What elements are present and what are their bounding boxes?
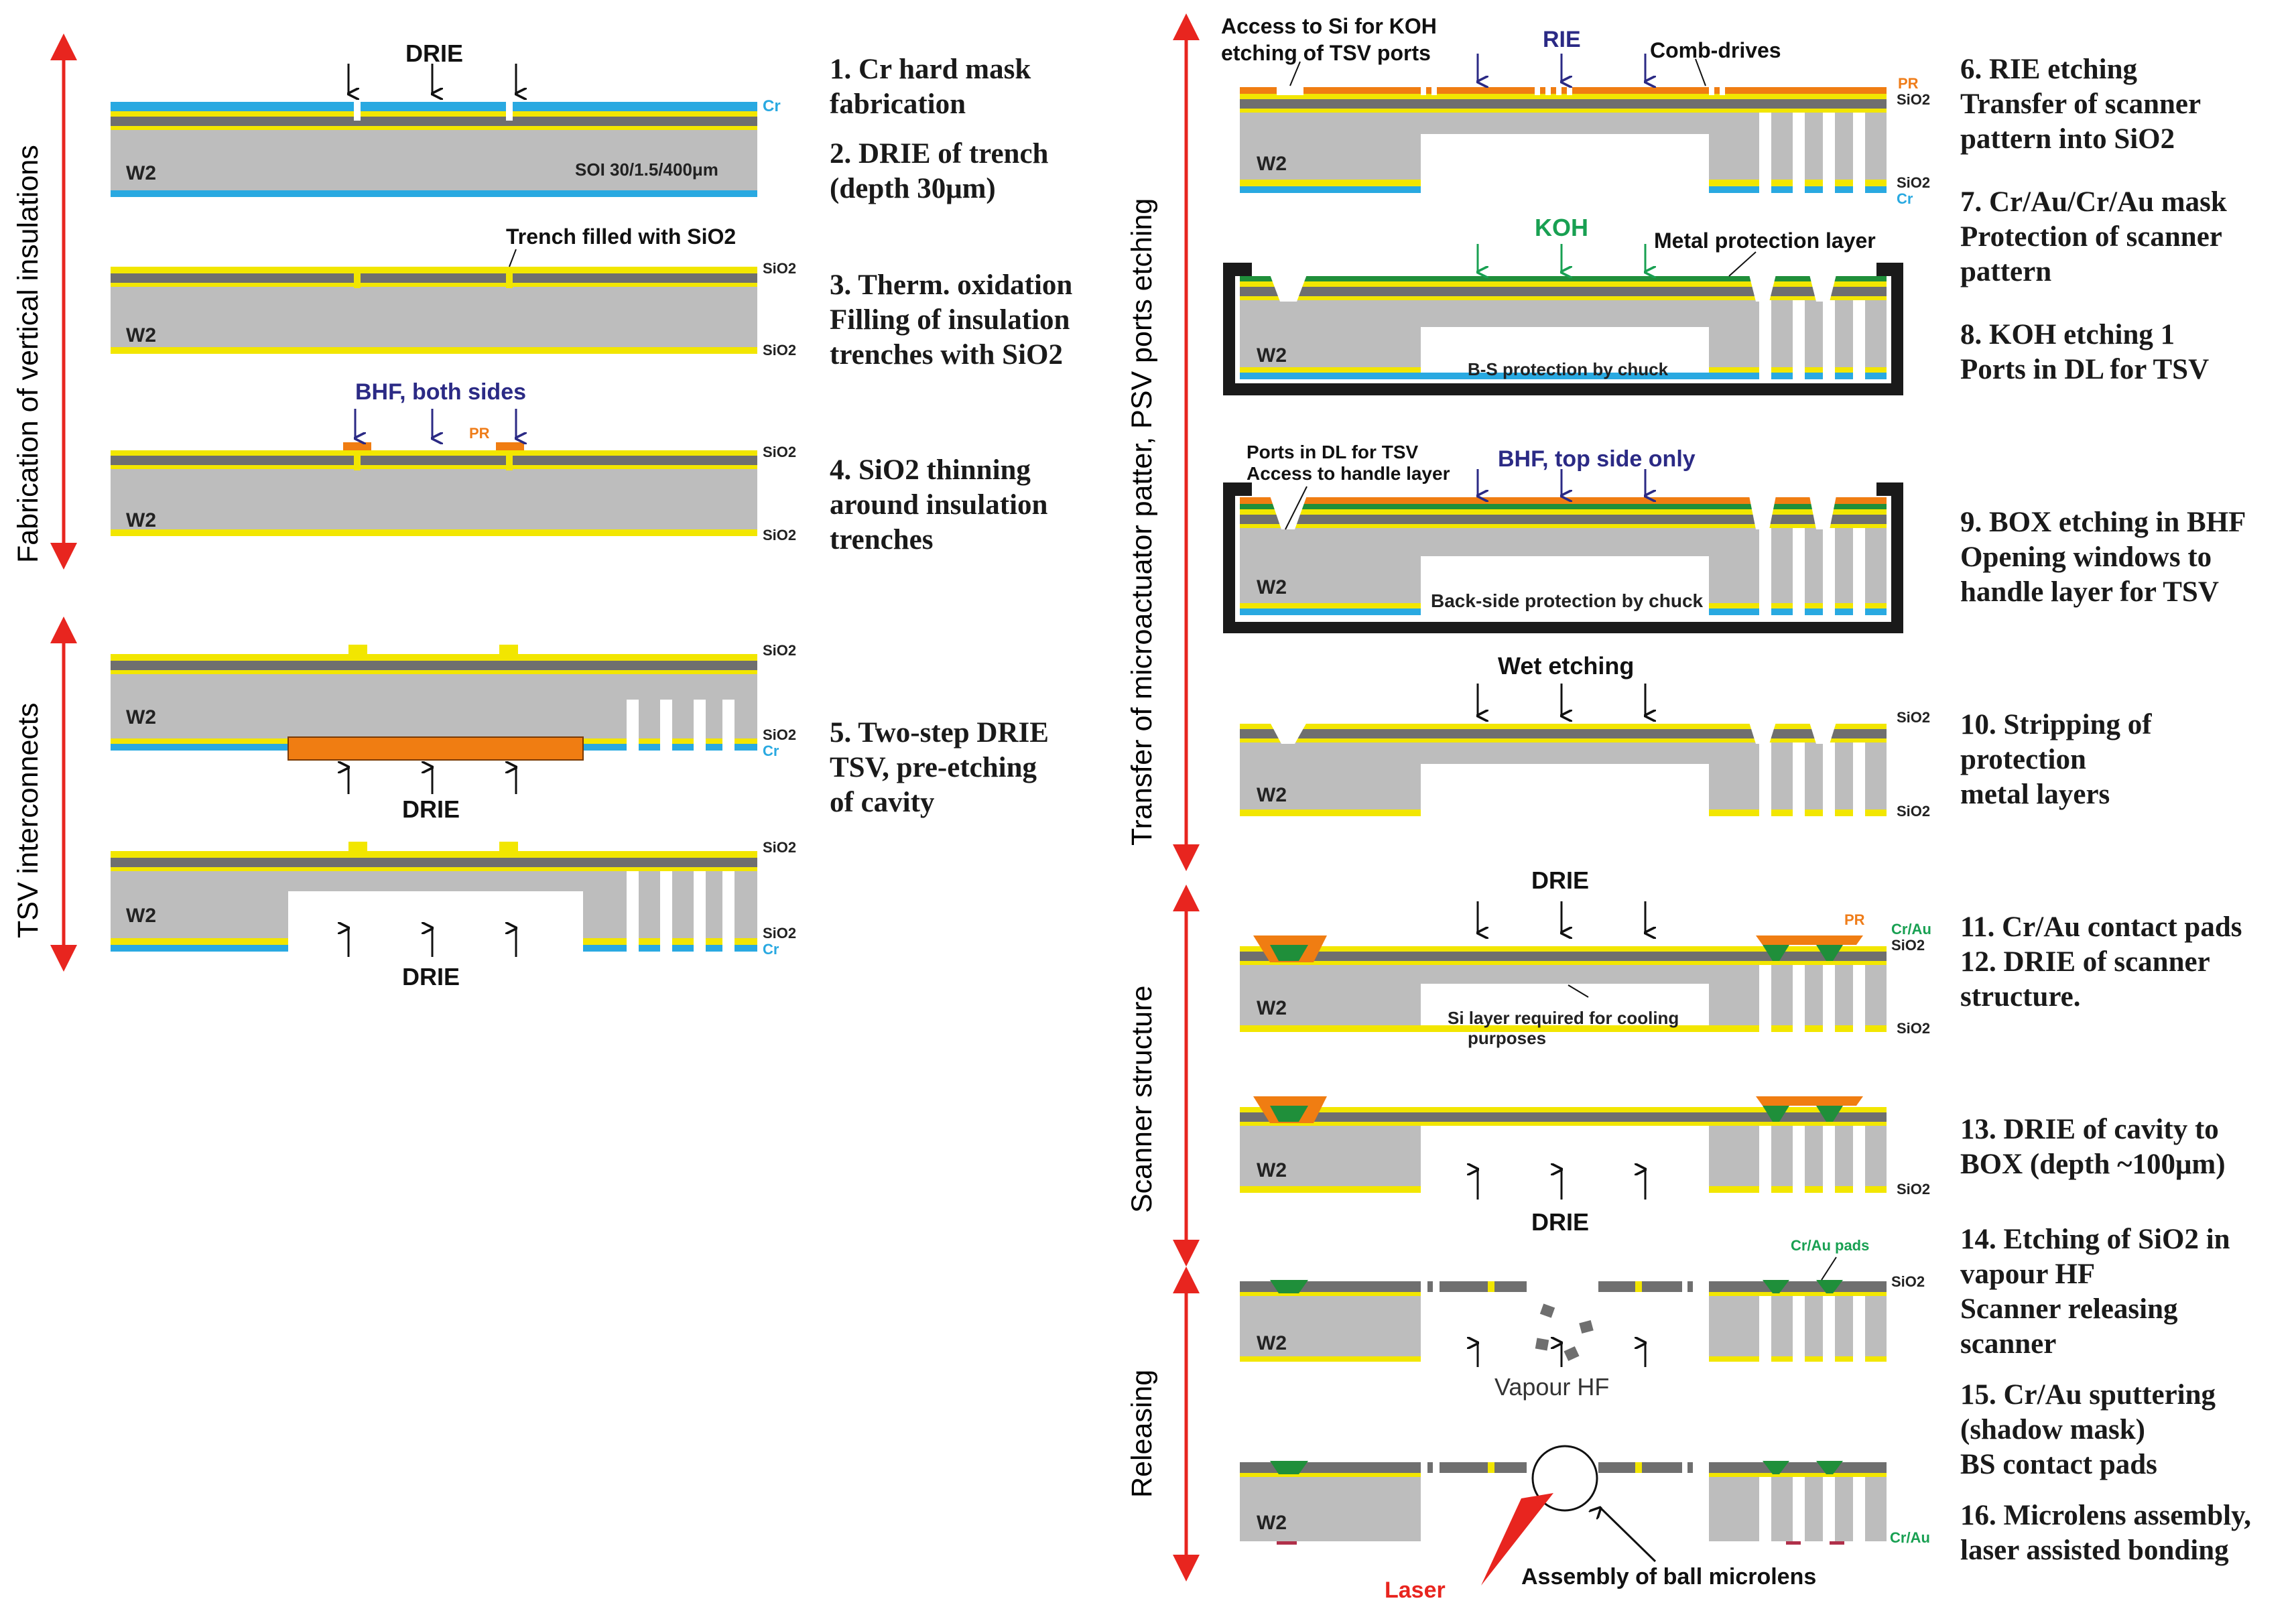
label-wet-etching: Wet etching <box>1498 652 1634 680</box>
label-sio2-step5a-bottom: SiO2 <box>763 726 796 743</box>
label-w2-step3: W2 <box>126 324 156 346</box>
step-10-text: 10. Stripping of protection metal layers <box>1960 709 2152 810</box>
wafer-step-5a <box>111 645 757 794</box>
label-cr-au-step11: Cr/Au <box>1891 921 1931 938</box>
label-w2-step5b: W2 <box>126 905 156 927</box>
label-rie: RIE <box>1543 27 1581 52</box>
wafer-step-15-16 <box>1240 1445 1887 1586</box>
label-w2-step8: W2 <box>1257 344 1287 367</box>
wafer-step-10 <box>1240 684 1887 818</box>
label-koh: KOH <box>1535 214 1588 241</box>
label-ball-microlens: Assembly of ball microlens <box>1521 1564 1816 1590</box>
label-pr-step6: PR <box>1898 75 1919 92</box>
label-w2-step10: W2 <box>1257 784 1287 806</box>
label-soi: SOI 30/1.5/400μm <box>575 159 718 180</box>
step-6-text: 6. RIE etching Transfer of scanner patte… <box>1960 54 2202 155</box>
label-cr-au-step16: Cr/Au <box>1890 1529 1930 1546</box>
phase-arrows <box>50 13 1200 1581</box>
label-si-cooling-2: purposes <box>1468 1028 1546 1048</box>
label-cr-au-pads: Cr/Au pads <box>1791 1237 1869 1254</box>
step-15-text: 15. Cr/Au sputtering (shadow mask) BS co… <box>1960 1379 2216 1480</box>
label-sio2-step14: SiO2 <box>1891 1273 1925 1290</box>
wafer-step-1-2 <box>111 64 757 197</box>
label-bhf-both: BHF, both sides <box>355 379 526 405</box>
label-drie-step5b: DRIE <box>402 963 460 990</box>
wafer-step-3 <box>111 249 757 354</box>
wafer-step-14 <box>1240 1256 1887 1367</box>
label-w2-step9: W2 <box>1257 576 1287 598</box>
label-w2-step6: W2 <box>1257 153 1287 175</box>
label-sio2-step10-top: SiO2 <box>1897 709 1930 726</box>
step-9-text: 9. BOX etching in BHF Opening windows to… <box>1960 507 2246 608</box>
wafer-step-11-12 <box>1240 901 1887 1032</box>
step-4-text: 4. SiO2 thinning around insulation trenc… <box>830 454 1048 556</box>
label-access-si-1: Access to Si for KOH <box>1221 14 1437 38</box>
label-cr-step5a: Cr <box>763 742 779 759</box>
step-12-text: 12. DRIE of scanner structure. <box>1960 946 2210 1013</box>
label-drie-step12: DRIE <box>1531 866 1589 894</box>
step-1-text: 1. Cr hard mask fabrication <box>830 54 1031 120</box>
label-w2-step14: W2 <box>1257 1332 1287 1354</box>
step-8-text: 8. KOH etching 1 Ports in DL for TSV <box>1960 319 2210 385</box>
label-ports-dl-2: Access to handle layer <box>1247 463 1450 484</box>
label-sio2-step6-top: SiO2 <box>1897 91 1930 108</box>
label-bhf-top: BHF, top side only <box>1498 446 1696 472</box>
label-vapour-hf: Vapour HF <box>1494 1373 1609 1401</box>
label-si-cooling-1: Si layer required for cooling <box>1448 1008 1679 1028</box>
wafer-step-4 <box>111 409 757 536</box>
wafer-step-9 <box>1223 469 1903 633</box>
step-16-text: 16. Microlens assembly, laser assisted b… <box>1960 1500 2251 1566</box>
label-bs-protection: B-S protection by chuck <box>1468 359 1669 379</box>
label-sio2-step5b-bottom: SiO2 <box>763 925 796 942</box>
label-w2-step13: W2 <box>1257 1159 1287 1181</box>
label-drie-step13: DRIE <box>1531 1208 1589 1236</box>
step-7-text: 7. Cr/Au/Cr/Au mask Protection of scanne… <box>1960 186 2227 287</box>
label-sio2-step11-top: SiO2 <box>1891 937 1925 954</box>
label-metal-protection: Metal protection layer <box>1654 229 1876 253</box>
label-trench-filled: Trench filled with SiO2 <box>506 224 736 249</box>
label-sio2-step5b-top: SiO2 <box>763 839 796 856</box>
step-11-text: 11. Cr/Au contact pads <box>1960 911 2242 943</box>
label-w2-step1: W2 <box>126 162 156 184</box>
label-sio2-step5a-top: SiO2 <box>763 642 796 659</box>
wafer-step-6 <box>1240 54 1887 194</box>
label-pr-step11: PR <box>1844 911 1865 928</box>
label-sio2-step10-bottom: SiO2 <box>1897 803 1930 820</box>
step-5-text: 5. Two-step DRIE TSV, pre-etching of cav… <box>830 717 1049 818</box>
label-sio2-step3-bottom: SiO2 <box>763 342 796 359</box>
label-cr-step6: Cr <box>1897 190 1913 207</box>
label-comb-drives: Comb-drives <box>1650 38 1781 62</box>
label-pr-step4: PR <box>469 425 490 442</box>
label-cr-step5b: Cr <box>763 941 779 958</box>
step-2-text: 2. DRIE of trench (depth 30μm) <box>830 138 1049 204</box>
label-laser: Laser <box>1385 1577 1446 1603</box>
label-sio2-step13: SiO2 <box>1897 1181 1930 1198</box>
label-access-si-2: etching of TSV ports <box>1221 41 1431 65</box>
step-13-text: 13. DRIE of cavity to BOX (depth ~100μm) <box>1960 1114 2226 1180</box>
step-3-text: 3. Therm. oxidation Filling of insulatio… <box>830 269 1073 371</box>
label-drie-step1: DRIE <box>405 40 463 67</box>
label-ports-dl-1: Ports in DL for TSV <box>1247 442 1418 462</box>
label-drie-step5a: DRIE <box>402 795 460 823</box>
label-sio2-step4-top: SiO2 <box>763 444 796 460</box>
label-back-side-protection: Back-side protection by chuck <box>1431 590 1704 611</box>
label-w2-step5a: W2 <box>126 706 156 728</box>
label-sio2-step4-bottom: SiO2 <box>763 527 796 543</box>
label-cr-step1: Cr <box>763 97 781 115</box>
label-sio2-step11-bottom: SiO2 <box>1897 1020 1930 1037</box>
step-14-text: 14. Etching of SiO2 in vapour HF Scanner… <box>1960 1224 2230 1360</box>
wafer-step-7-8 <box>1223 244 1903 395</box>
wafer-step-13 <box>1240 1096 1887 1200</box>
label-sio2-step3-top: SiO2 <box>763 260 796 277</box>
label-sio2-step6-bottom: SiO2 <box>1897 174 1930 191</box>
label-w2-step4: W2 <box>126 509 156 531</box>
wafer-step-5b <box>111 842 757 957</box>
label-w2-step11: W2 <box>1257 997 1287 1019</box>
label-w2-step16: W2 <box>1257 1512 1287 1534</box>
